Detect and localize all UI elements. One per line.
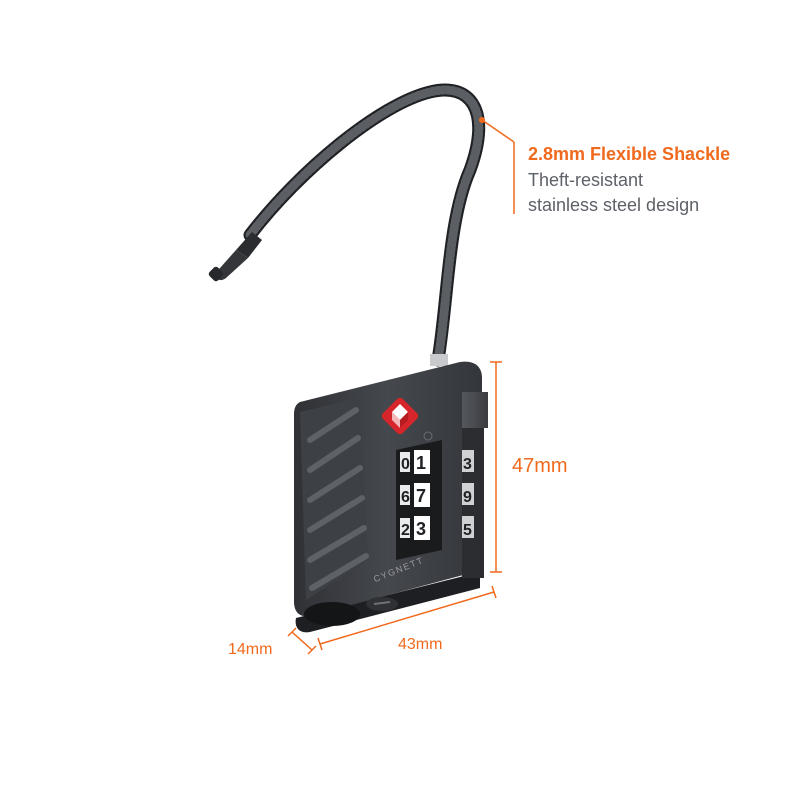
combination-dials[interactable]: 0 1 3 6 7 9 2 3 5 [400,450,474,540]
dial-digit: 3 [416,519,426,539]
shackle-tip [208,232,262,282]
latch-button [462,392,488,428]
width-label: 43mm [398,636,443,653]
dial-row-2: 6 7 9 [400,483,474,507]
dial-digit: 3 [463,456,472,473]
diagonal-grip-ridges [307,407,369,591]
callout-title: 2.8mm Flexible Shackle [528,144,731,164]
cable-shackle [208,83,486,367]
dial-digit: 0 [401,456,410,473]
dial-digit: 7 [416,486,426,506]
depth-label: 14mm [228,641,273,658]
tsa-logo-icon [381,397,433,441]
width-dimension-line [317,585,497,651]
dial-digit: 2 [401,522,410,539]
dial-digit: 6 [401,489,410,506]
dial-row-3: 2 3 5 [400,516,474,540]
depth-dimension-line [287,627,317,655]
callout-line-2: stainless steel design [528,195,700,215]
dial-row-1: 0 1 3 [400,450,474,474]
lock-body [294,361,488,633]
height-dimension-line [490,361,502,573]
dial-digit: 5 [463,522,472,539]
callout-leader [479,117,515,214]
dial-digit: 1 [416,453,426,473]
dial-digit: 9 [463,489,472,506]
callout-line-1: Theft-resistant [528,170,644,190]
cable-collar [430,354,448,366]
height-label: 47mm [512,455,568,477]
